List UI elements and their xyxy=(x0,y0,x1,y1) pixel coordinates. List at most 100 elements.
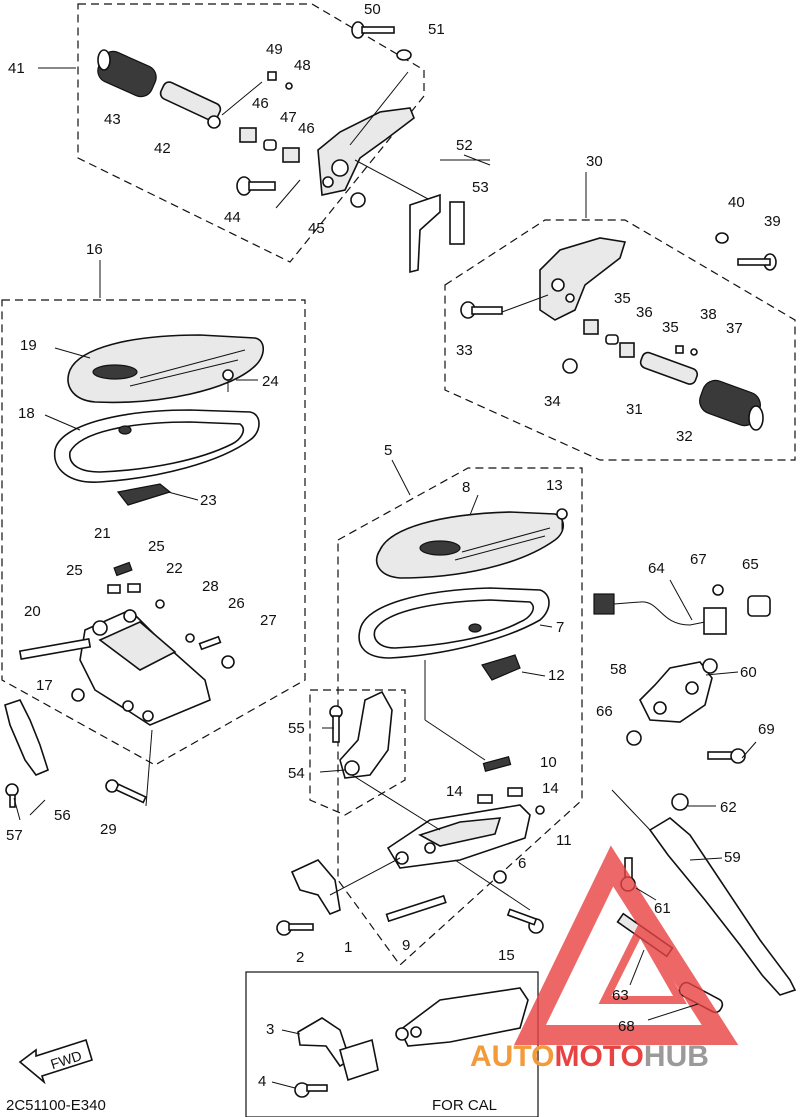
bracket-12 xyxy=(481,654,521,681)
callout-25b: 25 xyxy=(148,538,165,555)
bracket-52 xyxy=(409,193,465,274)
callout-58: 58 xyxy=(610,661,627,678)
bolt-55 xyxy=(329,705,343,743)
callout-30: 30 xyxy=(586,153,603,170)
callout-39: 39 xyxy=(764,213,781,230)
callout-51: 51 xyxy=(428,21,445,38)
screw-24 xyxy=(222,369,234,392)
callout-54: 54 xyxy=(288,765,305,782)
callout-40: 40 xyxy=(728,194,745,211)
callout-48: 48 xyxy=(294,57,311,74)
footpeg-rubber-32 xyxy=(699,379,764,431)
assembly-box-5 xyxy=(337,467,583,966)
callout-26: 26 xyxy=(228,595,245,612)
clip-65 xyxy=(747,595,771,617)
fwd-arrow-icon: FWD xyxy=(18,1038,93,1085)
bolt-34 xyxy=(562,358,578,374)
callout-20: 20 xyxy=(24,603,41,620)
bush-60 xyxy=(702,658,718,674)
callout-65: 65 xyxy=(742,556,759,573)
small-parts-22-26-27-28 xyxy=(155,599,235,669)
assembly-box-54 xyxy=(309,689,406,816)
screw-67 xyxy=(712,584,724,596)
callout-50: 50 xyxy=(364,1,381,18)
footpeg-42 xyxy=(159,81,222,129)
callout-7: 7 xyxy=(556,619,564,636)
callout-60: 60 xyxy=(740,664,757,681)
callout-9: 9 xyxy=(402,937,410,954)
callout-16: 16 xyxy=(86,241,103,258)
floorboard-arm xyxy=(79,609,211,726)
callout-29: 29 xyxy=(100,821,117,838)
callout-53: 53 xyxy=(472,179,489,196)
callout-62: 62 xyxy=(720,799,737,816)
watermark-text: AUTOMOTOHUB xyxy=(470,1040,709,1073)
callout-61: 61 xyxy=(654,900,671,917)
clip-11 xyxy=(535,805,545,815)
callout-12: 12 xyxy=(548,667,565,684)
sidestand-bracket-58 xyxy=(639,661,713,723)
bracket-23 xyxy=(116,483,172,506)
floorboard-rubber-8 xyxy=(375,511,565,579)
callout-36: 36 xyxy=(636,304,653,321)
callout-52: 52 xyxy=(456,137,473,154)
callout-13: 13 xyxy=(546,477,563,494)
small-parts-46-47-49 xyxy=(239,71,300,163)
inset-floorboard-base xyxy=(395,987,529,1047)
callout-24: 24 xyxy=(262,373,279,390)
callout-23: 23 xyxy=(200,492,217,509)
callout-28: 28 xyxy=(202,578,219,595)
assembly-box-16 xyxy=(1,299,306,766)
callout-41: 41 xyxy=(8,60,25,77)
callout-14b: 14 xyxy=(542,780,559,797)
callout-67: 67 xyxy=(690,551,707,568)
bolt-15 xyxy=(506,908,544,934)
callout-19: 19 xyxy=(20,337,37,354)
bolt-44 xyxy=(236,176,276,196)
footer-code: 2C51100-E340 xyxy=(6,1097,106,1114)
callout-45: 45 xyxy=(308,220,325,237)
callout-66: 66 xyxy=(596,703,613,720)
callout-1: 1 xyxy=(344,939,352,956)
callout-31: 31 xyxy=(626,401,643,418)
floorboard-7 xyxy=(358,587,550,659)
callout-4: 4 xyxy=(258,1073,266,1090)
bolt-57 xyxy=(5,783,19,808)
callout-8: 8 xyxy=(462,479,470,496)
footpeg-31 xyxy=(639,351,699,385)
bracket-56 xyxy=(4,699,49,776)
callout-32: 32 xyxy=(676,428,693,445)
callout-17: 17 xyxy=(36,677,53,694)
watermark-moto: MOTO xyxy=(554,1040,643,1073)
automotohub-watermark xyxy=(514,845,739,1045)
callout-10: 10 xyxy=(540,754,557,771)
watermark-triangle-icon xyxy=(514,845,739,1045)
bolt-39-washer-40 xyxy=(715,232,777,271)
watermark-inner-triangle-icon xyxy=(598,921,687,1004)
footpeg-rubber-43 xyxy=(97,49,157,98)
bolt-33 xyxy=(460,301,503,319)
callout-46b: 46 xyxy=(298,120,315,137)
callout-57: 57 xyxy=(6,827,23,844)
pin-20 xyxy=(18,638,92,660)
callout-6: 6 xyxy=(518,855,526,872)
inset-bolt-4 xyxy=(294,1082,328,1098)
callout-33: 33 xyxy=(456,342,473,359)
footpeg-bracket-30 xyxy=(539,237,627,321)
callout-21: 21 xyxy=(94,525,111,542)
small-parts-35-36-37-38 xyxy=(583,319,698,358)
floorboard-18 xyxy=(53,409,260,483)
bolt-2 xyxy=(276,920,314,936)
callout-3: 3 xyxy=(266,1021,274,1038)
assembly-box-30 xyxy=(444,219,796,461)
bolt-50-washer-51 xyxy=(351,21,412,61)
callout-35a: 35 xyxy=(614,290,631,307)
screw-13 xyxy=(556,508,568,530)
callout-34: 34 xyxy=(544,393,561,410)
sidestand-switch-64 xyxy=(593,593,727,635)
bolt-17 xyxy=(71,688,85,702)
inset-label: FOR CAL xyxy=(432,1097,497,1114)
callouts: 1 2 3 4 5 6 7 8 9 10 11 12 13 14 14 15 1… xyxy=(6,1,781,1090)
callout-56: 56 xyxy=(54,807,71,824)
